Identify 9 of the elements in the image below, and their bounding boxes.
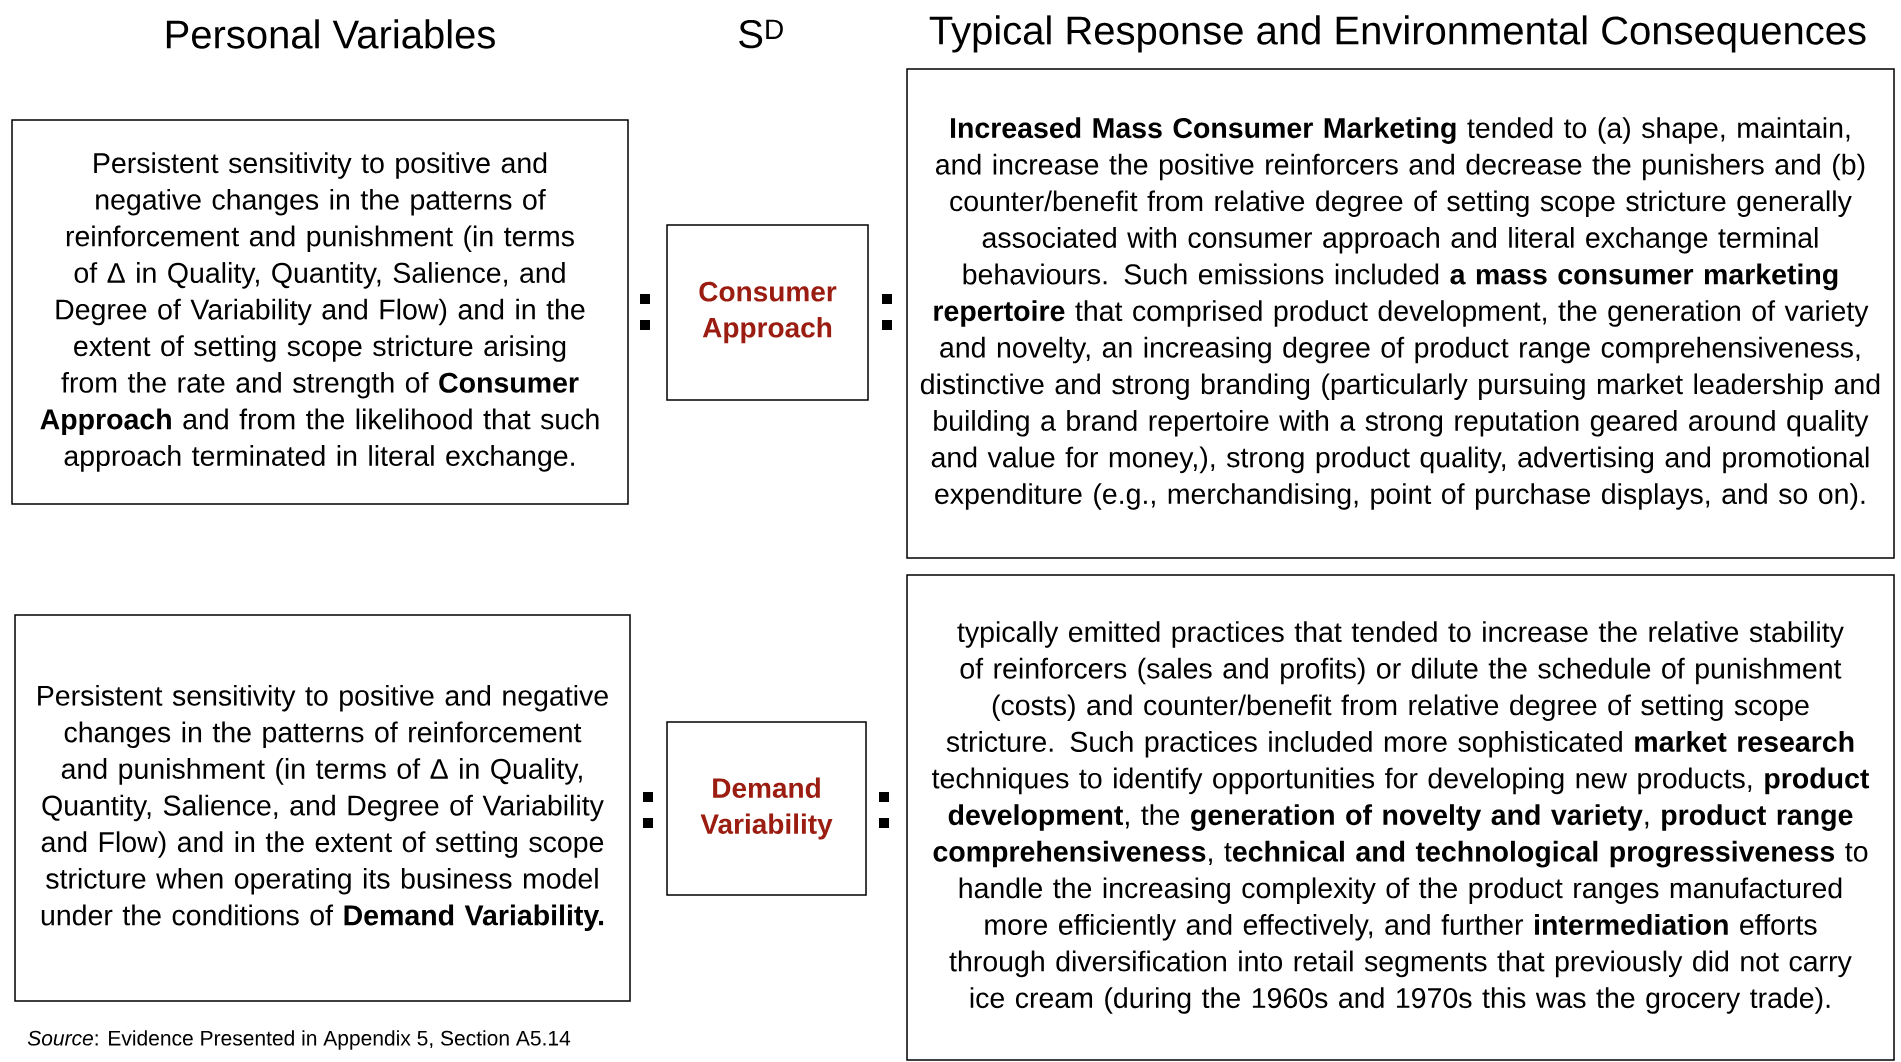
text-box: typically emitted practices that tended to increase the relative stability of reinforcers (sales and profits) or dilute the schedule of punishment (costs) and counter/benefit from relative degree of setting scope stricture. Such practices included more sophisticated market research techniques to identify opportunities for developing new products, product development, the generation of novelty and variety, product range comprehensiveness, technical and technological progressiveness to handle the increasing complexity of the product ranges manufactured more efficiently and effectively, and further intermediation efforts through diversification into retail segments that previously did not carry ice cream (during the 1960s and 1970s this was the grocery trade).	[906, 574, 1895, 1061]
column-heading: S$^{D}$	[739, 19, 783, 49]
source-note: Source: Evidence Presented in Appendix 5, Section A5.14	[27, 1030, 571, 1050]
concept-box: Consumer Approach	[666, 224, 869, 401]
column-heading: Personal Variables	[166, 19, 495, 49]
concept-box: Demand Variability	[666, 721, 867, 896]
text-box: Persistent sensitivity to positive and negative changes in the patterns of reinforcement and punishment (in terms of Δ in Quality, Quantity, Salience, and Degree of Variability and Flow) and in the extent of setting scope stricture when operating its business model under the conditions of Demand Variability.	[14, 614, 631, 1002]
text-box: Persistent sensitivity to positive and negative changes in the patterns of reinforcement and punishment (in terms of Δ in Quality, Quantity, Salience, and Degree of Variability and Flow) and in the extent of setting scope stricture arising from the rate and strength of Consumer Approach and from the likelihood that such approach terminated in literal exchange.	[11, 119, 629, 505]
text-box: Increased Mass Consumer Marketing tended to (a) shape, maintain, and increase the positive reinforcers and decrease the punishers and (b) counter/benefit from relative degree of setting scope stricture generally associated with consumer approach and literal exchange terminal behaviours. Such emissions included a mass consumer marketing repertoire that comprised product development, the generation of variety and novelty, an increasing degree of product range comprehensiveness, distinctive and strong branding (particularly pursuing market leadership and building a brand repertoire with a strong reputation geared around quality and value for money,), strong product quality, advertising and promotional expenditure (e.g., merchandising, point of purchase displays, and so on).	[906, 68, 1895, 559]
